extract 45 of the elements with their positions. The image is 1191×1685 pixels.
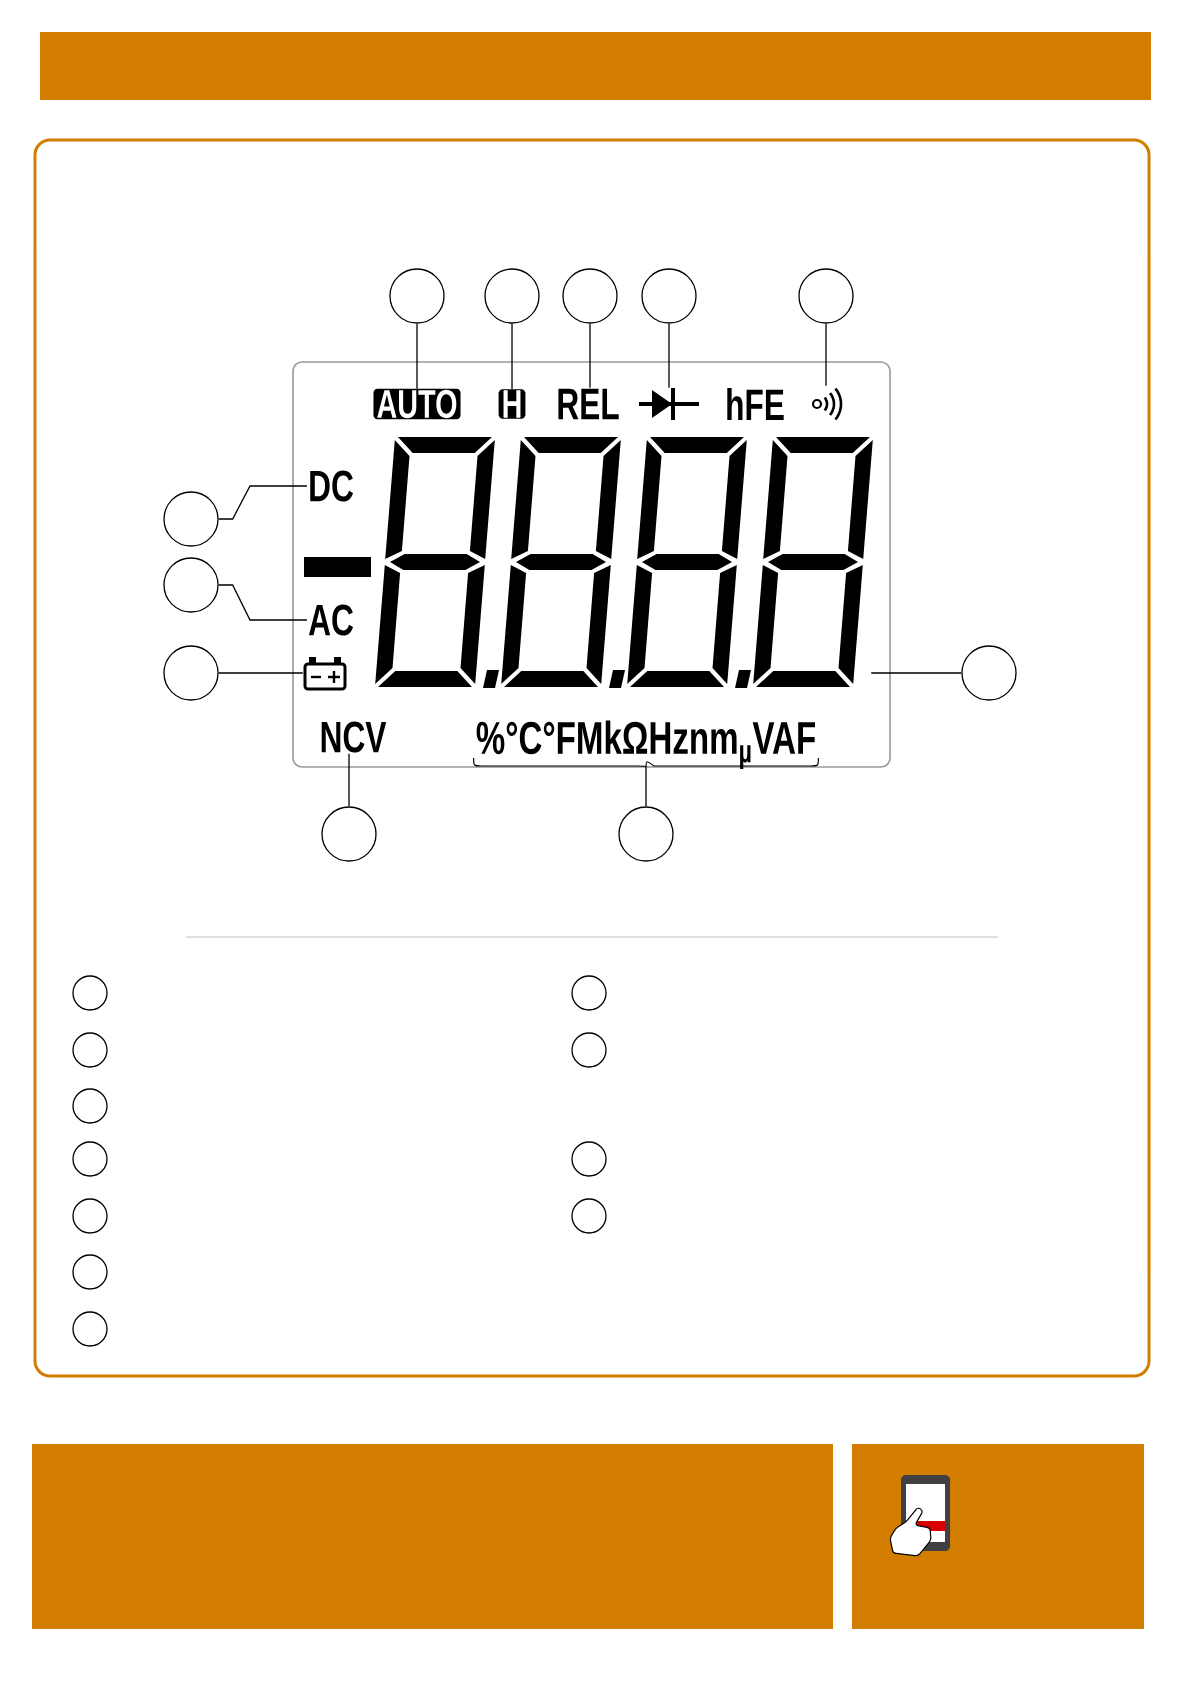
leader-line xyxy=(511,323,513,390)
callout-circle xyxy=(163,491,219,547)
mode-label: hFE xyxy=(727,388,784,420)
callout-circle xyxy=(72,1198,108,1234)
callout-circle xyxy=(72,1254,108,1290)
callout-circle xyxy=(961,645,1017,701)
indicator-label: NCV xyxy=(321,721,387,753)
indicator-badge: AUTO xyxy=(373,388,461,420)
callout-circle xyxy=(163,645,219,701)
leader-line xyxy=(348,753,350,807)
callout-circle xyxy=(72,1088,108,1124)
indicator-label: DC xyxy=(310,470,353,502)
callout-circle xyxy=(571,1141,607,1177)
leader-line xyxy=(416,323,418,390)
leader-line xyxy=(668,323,670,389)
leader-line xyxy=(589,323,591,389)
callout-circle xyxy=(72,975,108,1011)
leader-line xyxy=(218,672,304,674)
callout-circle xyxy=(321,806,377,862)
unit-label: %°C°FMkΩHznm$_{µ}$VAF xyxy=(472,720,820,769)
callout-circle xyxy=(163,557,219,613)
seven-segment-drawing xyxy=(375,437,873,688)
callout-circle xyxy=(72,1311,108,1347)
leader-line xyxy=(825,323,827,387)
callout-circle xyxy=(571,1032,607,1068)
battery-symbol xyxy=(303,657,347,691)
callout-circle xyxy=(641,268,697,324)
callout-circle xyxy=(618,806,674,862)
indicator-label: AC xyxy=(308,604,353,636)
callout-circle xyxy=(72,1032,108,1068)
leader-line xyxy=(645,767,647,807)
callout-circle xyxy=(389,268,445,324)
callout-circle xyxy=(562,268,618,324)
callout-circle xyxy=(72,1141,108,1177)
callout-circle xyxy=(571,975,607,1011)
indicator-label: REL xyxy=(558,388,619,420)
sound-symbol xyxy=(811,387,843,421)
diode-symbol xyxy=(639,388,699,420)
leader-line xyxy=(870,672,962,674)
indicator-badge: H xyxy=(498,389,526,419)
leader-line xyxy=(218,584,308,621)
leader-line xyxy=(218,485,308,520)
callout-circle xyxy=(484,268,540,324)
callout-circle xyxy=(571,1198,607,1234)
callout-circle xyxy=(798,268,854,324)
